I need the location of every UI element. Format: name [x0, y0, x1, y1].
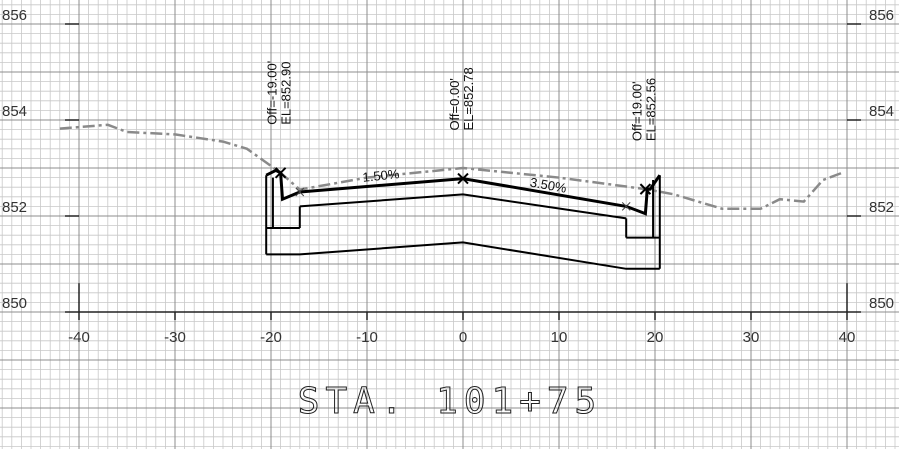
point-annotations: Off=-19.00'EL=852.90 Off=0.00'EL=852.78 Of… — [265, 61, 658, 211]
x-tick-label: 10 — [551, 329, 568, 346]
existing-ground — [59, 123, 843, 211]
existing-ground-line — [59, 123, 843, 211]
y-tick-label-right: 856 — [869, 7, 894, 24]
offset-label: Off=-19.00' — [265, 61, 280, 125]
elevation-label: EL=852.56 — [643, 78, 658, 141]
slope-label: 1.50% — [362, 166, 401, 185]
y-tick-label-right: 850 — [869, 295, 894, 312]
offset-label: Off=0.00' — [447, 78, 462, 130]
x-tick-label: -30 — [164, 329, 186, 346]
hinge-marker — [621, 202, 631, 211]
offset-label: Off=19.00' — [629, 81, 644, 141]
point-marker — [274, 167, 287, 179]
x-tick-label: 20 — [647, 329, 664, 346]
x-tick-label: -10 — [356, 329, 378, 346]
y-tick-label-left: 856 — [2, 7, 27, 24]
point-marker — [457, 172, 469, 185]
y-tick-label-right: 854 — [869, 103, 894, 120]
x-tick-label: 30 — [743, 329, 760, 346]
y-axis-labels: 856 854 852 850 856 854 852 850 — [2, 7, 894, 312]
slope-labels: 1.50% 3.50% — [362, 166, 568, 196]
point-marker — [639, 183, 652, 195]
x-tick-label: 0 — [459, 329, 467, 346]
subbase-bottom — [266, 241, 660, 270]
elevation-label: EL=852.78 — [461, 67, 476, 130]
subgrade-top — [299, 193, 627, 220]
elevation-label: EL=852.90 — [279, 62, 294, 125]
x-tick-label: 40 — [839, 329, 856, 346]
station-label: STA. 101+75 — [298, 381, 602, 422]
y-tick-label-left: 854 — [2, 103, 27, 120]
hinge-marker — [295, 187, 305, 197]
y-tick-label-right: 852 — [869, 199, 894, 216]
y-tick-label-left: 850 — [2, 295, 27, 312]
x-tick-label: -20 — [260, 329, 282, 346]
axis-ticks — [65, 23, 861, 320]
x-tick-label: -40 — [68, 329, 90, 346]
x-axis-labels: -40 -30 -20 -10 0 10 20 30 40 — [68, 329, 855, 346]
y-tick-label-left: 852 — [2, 199, 27, 216]
slope-label: 3.50% — [529, 175, 568, 196]
